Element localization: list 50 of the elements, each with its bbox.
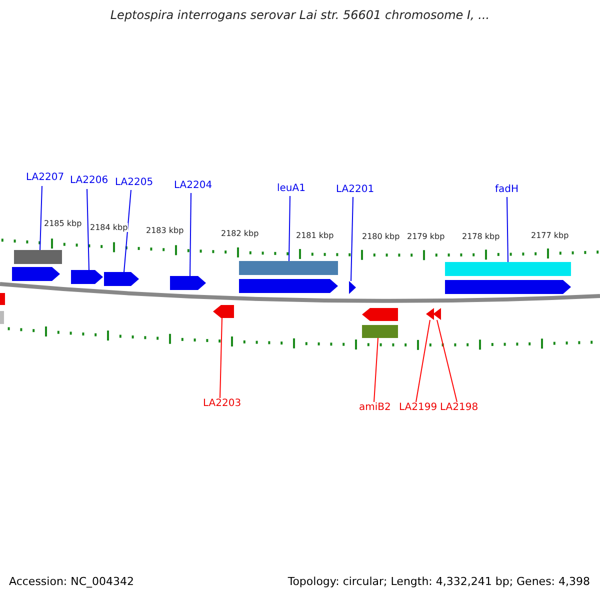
leader-line: [40, 186, 42, 250]
gene-label: LA2204: [174, 180, 212, 191]
scale-label: 2182 kbp: [221, 229, 259, 238]
scale-label: 2183 kbp: [146, 226, 184, 235]
leader-line: [416, 320, 430, 402]
gene-feature: [362, 325, 398, 338]
gene-feature: [239, 261, 338, 275]
summary-text: Topology: circular; Length: 4,332,241 bp; Genes: 4,398: [288, 575, 590, 588]
leader-line: [436, 320, 458, 402]
gene-label: LA2203: [203, 398, 242, 409]
gene-label: leuA1: [277, 183, 306, 194]
leader-line: [350, 196, 354, 282]
gene-feature: [0, 311, 4, 324]
scale-label: 2178 kbp: [462, 232, 500, 241]
gene-feature: [426, 308, 434, 320]
leader-line: [86, 188, 90, 270]
leader-line: [190, 192, 192, 276]
scale-label: 2184 kbp: [90, 223, 128, 232]
scale-label: 2180 kbp: [362, 232, 400, 241]
gene-feature: [0, 293, 5, 305]
gene-feature: [71, 270, 103, 284]
gene-label: LA2205: [115, 177, 154, 188]
gene-feature: [362, 308, 398, 321]
gene-label: LA2207: [26, 172, 64, 183]
gene-feature: [213, 305, 234, 318]
leader-line: [288, 196, 290, 262]
leader-line: [124, 190, 132, 272]
gene-feature: [104, 272, 139, 286]
gene-label: amiB2: [359, 402, 391, 413]
gene-feature: [14, 250, 62, 264]
leader-line: [506, 196, 508, 262]
gene-feature: [433, 308, 441, 320]
scale-label: 2179 kbp: [407, 232, 445, 241]
gene-feature: [239, 279, 338, 293]
gene-feature: [445, 262, 571, 276]
gene-label: LA2199: [399, 402, 438, 413]
scale-label: 2181 kbp: [296, 231, 334, 240]
title: Leptospira interrogans serovar Lai str. 56601 chromosome I, ...: [109, 8, 491, 22]
gene-label: LA2198: [440, 402, 478, 413]
gene-feature: [12, 267, 60, 281]
gene-feature: [170, 276, 206, 290]
scale-label: 2177 kbp: [531, 231, 569, 240]
gene-label: fadH: [495, 184, 519, 195]
gene-label: LA2201: [336, 184, 374, 195]
gene-label: LA2206: [70, 175, 108, 186]
scale-label: 2185 kbp: [44, 219, 82, 228]
accession-text: Accession: NC_004342: [9, 575, 134, 588]
gene-feature: [349, 281, 356, 294]
leader-line: [220, 318, 222, 398]
gene-feature: [445, 280, 571, 294]
